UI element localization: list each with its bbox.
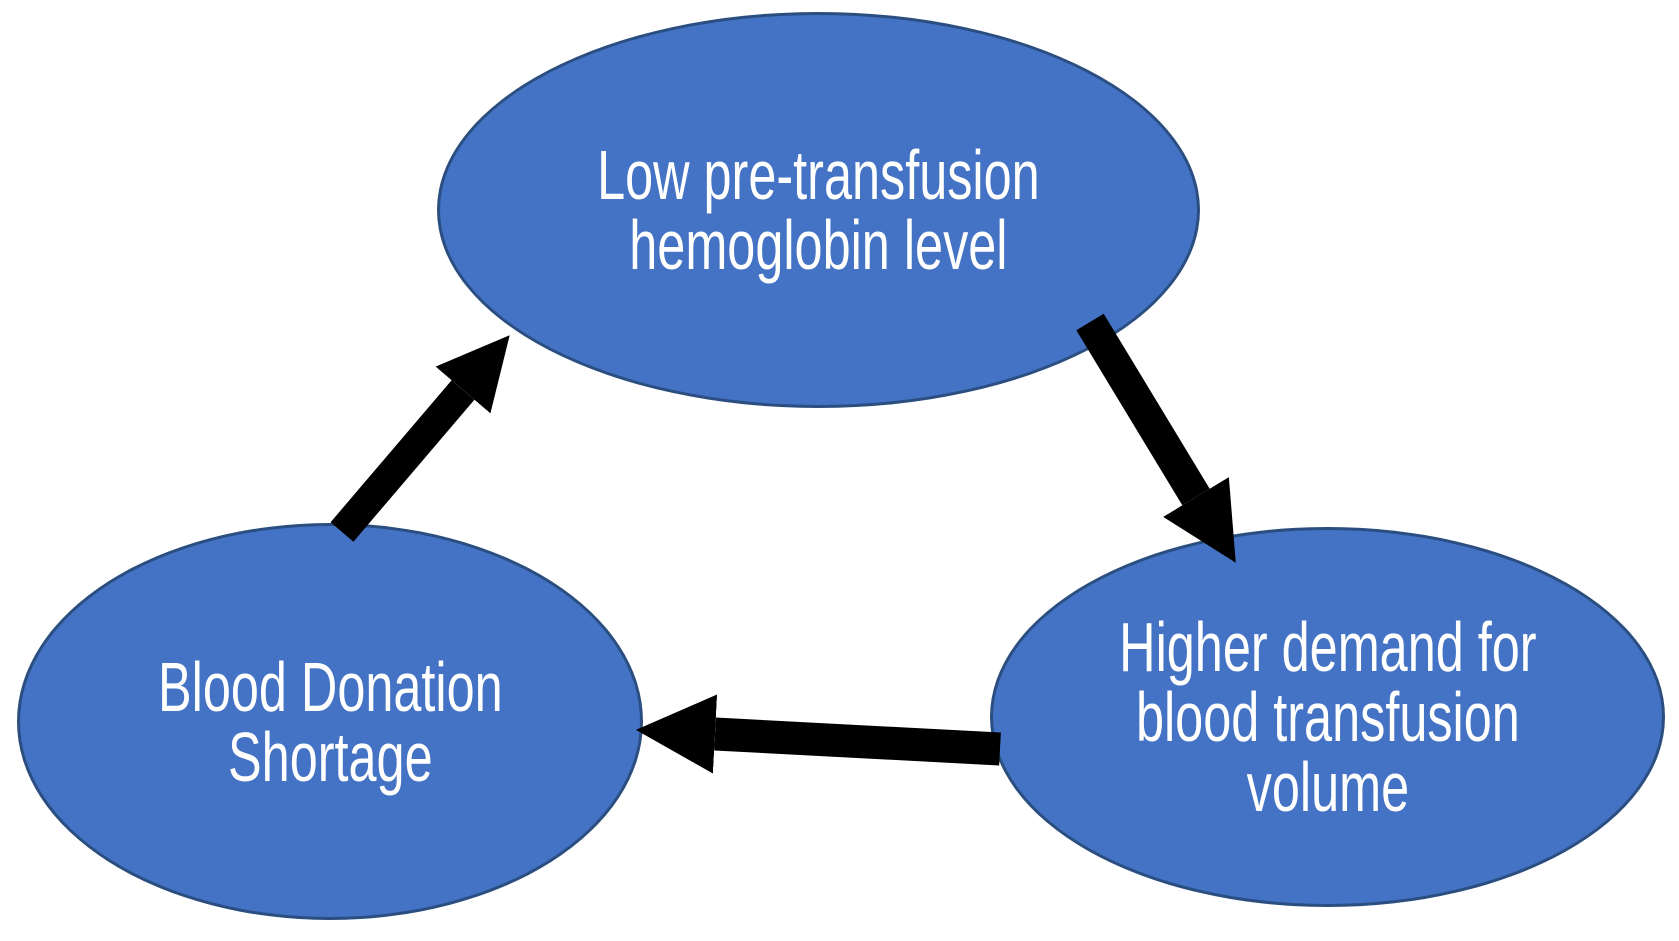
- node-low-pre-transfusion-hemoglobin-level: Low pre-transfusion hemoglobin level: [437, 12, 1200, 408]
- node-label-line: blood transfusion: [1135, 678, 1520, 756]
- arrow-hemoglobin-to-demand: [1076, 313, 1236, 563]
- arrow-demand-to-shortage: [635, 694, 1001, 774]
- node-label: Blood Donation Shortage: [158, 652, 503, 792]
- node-label-line: Higher demand for: [1118, 608, 1537, 686]
- node-higher-demand-for-blood-transfusion-volume: Higher demand for blood transfusion volu…: [990, 527, 1665, 907]
- node-label-line: hemoglobin level: [629, 206, 1008, 284]
- arrow-shortage-to-hemoglobin: [330, 335, 510, 542]
- node-label-line: Low pre-transfusion: [597, 136, 1040, 214]
- node-label-line: volume: [1246, 748, 1409, 826]
- node-label-line: Blood Donation: [157, 647, 503, 726]
- node-label: Low pre-transfusion hemoglobin level: [597, 140, 1040, 280]
- node-label: Higher demand for blood transfusion volu…: [1119, 612, 1536, 822]
- node-blood-donation-shortage: Blood Donation Shortage: [17, 523, 643, 920]
- node-label-line: Shortage: [227, 717, 433, 796]
